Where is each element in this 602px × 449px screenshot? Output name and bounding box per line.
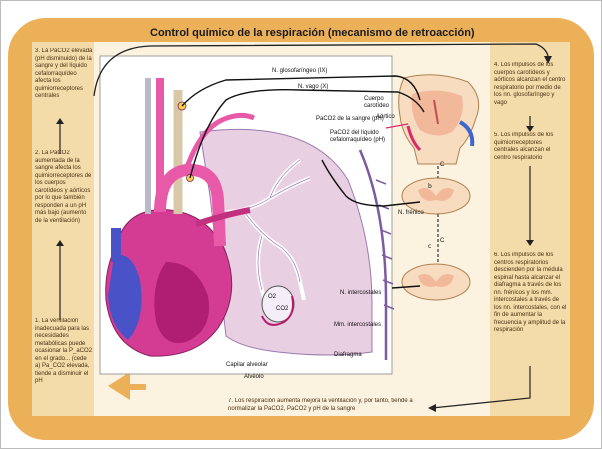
step-2-note: 2. La PaCO2 aumentada de la sangre afect… (35, 150, 93, 240)
step-6-note: 6. Los impulsos de los centros respirato… (494, 252, 568, 364)
cord-mark-b: b (428, 183, 432, 190)
step6-to-step7-arrowhead (428, 404, 436, 412)
cervical-cord (402, 178, 470, 214)
step-5-text: 5. Los impulsos de los quimiorreceptores… (494, 132, 568, 162)
brainstem-outline (399, 75, 479, 164)
fourth-ventricle (434, 100, 438, 124)
diagram-title: Control químico de la respiración (mecan… (150, 27, 530, 39)
cord-mark-c: c (428, 243, 431, 250)
brainstem-red-stripe (408, 126, 420, 150)
bronchi-outline (212, 160, 310, 290)
step-3-text: 3. La PaCO2 elevada (pH disminuido) de l… (35, 48, 93, 101)
label-intercostal-muscles: Mm. intercostales (334, 322, 381, 329)
label-pco2-csf: PaCO2 del líquido cefalorraquídeo (pH) (330, 130, 404, 144)
label-vagus-nerve: N. vago (X) (298, 84, 328, 91)
label-diaphragm: Diafragma (334, 352, 362, 359)
step1-to-step2-arrowhead (56, 240, 64, 246)
label-o2: O2 (268, 294, 276, 301)
intercostal-nerve-path (392, 286, 420, 288)
step-4-text: 4. Los impulsos de los cuerpos carotídeo… (494, 62, 568, 107)
inner-panel (32, 42, 570, 416)
label-phrenic-nerve: N. frénico (398, 210, 424, 217)
heart-left-ventricle (154, 262, 209, 343)
csf-chemoreceptor-link (386, 124, 408, 128)
label-cord-c1: C (440, 162, 444, 169)
step-7-note: 7. Los respiración aumenta mejora la ven… (228, 398, 424, 416)
label-alveolar-capillary: Capilar alveolar (226, 362, 268, 369)
label-cord-c2: C (440, 238, 444, 245)
cervical-cord-section (402, 178, 470, 214)
loop-arrowhead (108, 372, 130, 400)
step-2-text: 2. La PaCO2 aumentada de la sangre afect… (35, 150, 93, 225)
step-4-note: 4. Los impulsos de los cuerpos carotídeo… (494, 62, 568, 114)
bottom-band-gap (130, 384, 146, 390)
aortic-body (187, 175, 194, 182)
phrenic-nerve-path (322, 160, 420, 206)
brainstem-core (412, 90, 463, 135)
label-intercostal-nerves: N. intercostales (340, 290, 381, 297)
step6-to-step7-arrow (432, 366, 530, 408)
label-carotid-body: Cuerpo carotídeo (364, 96, 396, 110)
brainstem-blue-stripe (460, 122, 472, 146)
label-pco2-blood: PaCO2 de la sangre (pH) (316, 116, 384, 123)
brainstem-section (399, 75, 479, 164)
step-3-note: 3. La PaCO2 elevada (pH disminuido) de l… (35, 48, 93, 118)
step-1-text: 1. La ventilación inadecuada para las ne… (35, 318, 93, 386)
thoracic-grey-matter (418, 274, 454, 287)
step-1-note: 1. La ventilación inadecuada para las ne… (35, 318, 93, 414)
pulmonary-artery (196, 210, 250, 224)
step-7-text: 7. Los respiración aumenta mejora la ven… (228, 398, 424, 413)
heart-right-chamber (108, 255, 142, 340)
thoracic-cord-section (402, 264, 470, 300)
carotid-body (178, 102, 186, 110)
step2-to-step3-arrowhead (56, 118, 64, 124)
step-6-text: 6. Los impulsos de los centros respirato… (494, 252, 568, 335)
cervical-grey-matter (418, 188, 454, 201)
aortic-arch (160, 170, 220, 246)
aortic-arch-branch (186, 115, 254, 170)
thoracic-cord (402, 264, 470, 300)
alveolus (262, 286, 294, 322)
label-co2: CO2 (276, 306, 288, 313)
label-glossopharyngeal-nerve: N. glosofaríngeo (IX) (272, 68, 327, 75)
step5-to-step6-arrowhead (526, 240, 534, 246)
step-5-note: 5. Los impulsos de los quimiorreceptores… (494, 132, 568, 166)
bronchi (212, 160, 310, 306)
label-alveolus: Alvéolo (244, 374, 264, 381)
heart (106, 210, 232, 356)
